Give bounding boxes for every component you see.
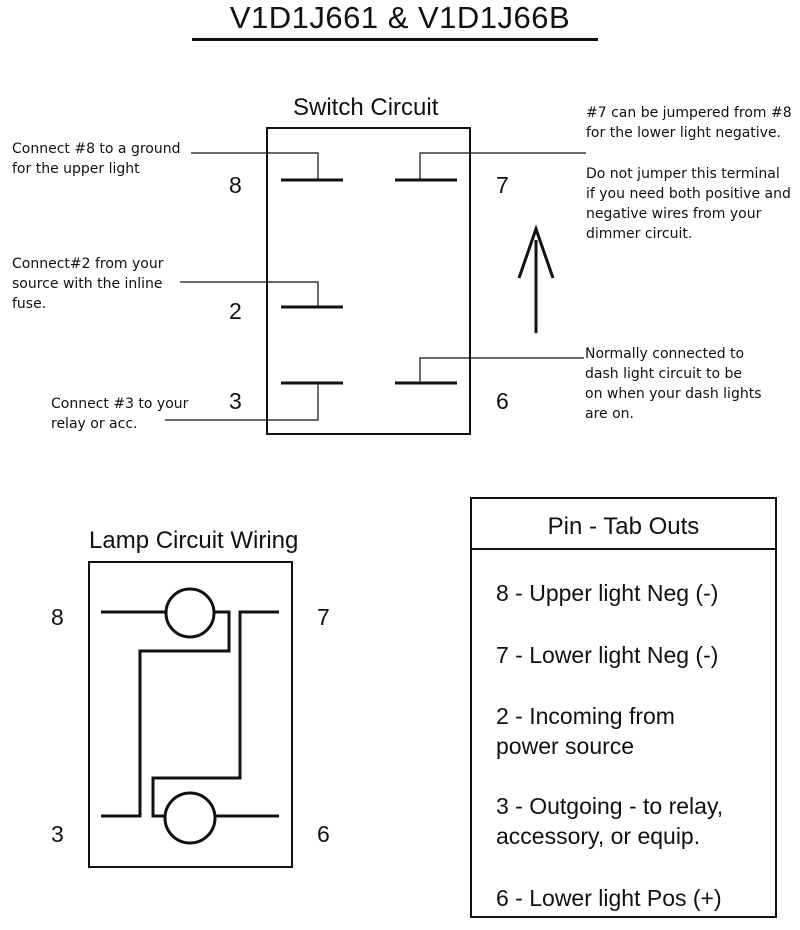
- pin-3-note: Connect #3 to your relay or acc.: [51, 396, 189, 432]
- lower-lamp: [163, 791, 217, 845]
- terminal-3-lead: [165, 383, 319, 421]
- pin-table-heading: Pin - Tab Outs: [547, 513, 700, 540]
- lamp-lower-wire-left: [151, 610, 279, 818]
- lamp-pin-7-label: 7: [317, 604, 330, 630]
- lamp-circuit-heading: Lamp Circuit Wiring: [89, 527, 299, 554]
- switch-pin-7-label: 7: [496, 172, 509, 198]
- pin-row-6: 6 - Lower light Pos (+): [496, 885, 722, 911]
- upper-lamp: [164, 587, 216, 639]
- direction-arrow-head: [517, 224, 555, 279]
- pin-7-warning-note: Do not jumper this terminal if you need …: [586, 166, 791, 242]
- switch-pin-8-label: 8: [229, 172, 242, 198]
- switch-pin-3-label: 3: [229, 388, 242, 414]
- pin-7-jumper-note: #7 can be jumpered from #8 for the lower…: [586, 105, 792, 141]
- pin-row-3: 3 - Outgoing - to relay, accessory, or e…: [496, 793, 724, 849]
- pin-table-box: [470, 497, 777, 918]
- pin-8-note: Connect #8 to a ground for the upper lig…: [12, 141, 181, 177]
- lamp-circuit-box: [88, 561, 293, 868]
- pin-2-note: Connect#2 from your source with the inli…: [12, 256, 164, 312]
- switch-pin-2-label: 2: [229, 298, 242, 324]
- pin-6-note: Normally connected to dash light circuit…: [585, 346, 762, 422]
- terminal-8-lead: [191, 152, 319, 180]
- terminal-7-lead: [419, 152, 586, 180]
- lamp-upper-wire-right: [101, 610, 231, 818]
- pin-row-8: 8 - Upper light Neg (-): [496, 580, 719, 606]
- switch-circuit-heading: Switch Circuit: [293, 94, 439, 121]
- pin-row-2: 2 - Incoming from power source: [496, 703, 675, 759]
- terminal-2-lead: [180, 281, 319, 307]
- pin-row-7: 7 - Lower light Neg (-): [496, 642, 719, 668]
- diagram-title: V1D1J661 & V1D1J66B: [229, 0, 571, 35]
- lamp-pin-8-label: 8: [51, 604, 64, 630]
- lamp-pin-3-label: 3: [51, 821, 64, 847]
- title-underline: [192, 38, 598, 41]
- switch-pin-6-label: 6: [496, 388, 509, 414]
- switch-circuit-box: [266, 127, 471, 435]
- terminal-6-lead: [419, 357, 584, 383]
- lamp-pin-6-label: 6: [317, 821, 330, 847]
